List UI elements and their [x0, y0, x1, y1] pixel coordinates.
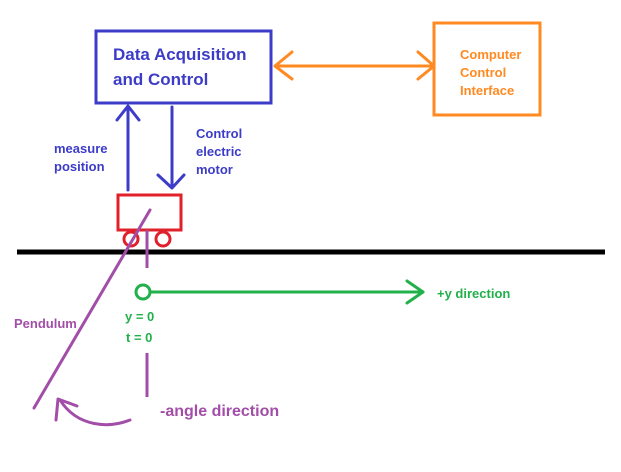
- pendulum-label: Pendulum: [14, 316, 77, 331]
- computer-box: [432, 21, 542, 117]
- origin-circle: [134, 283, 152, 301]
- control-arrow: [156, 105, 186, 190]
- computer-title-line1: Computer: [460, 47, 522, 62]
- daq-title-line2: and Control: [113, 70, 209, 89]
- control-line3: motor: [196, 162, 233, 177]
- control-motor-label: Control electric motor: [196, 125, 242, 179]
- computer-box-title: Computer Control Interface: [460, 46, 521, 100]
- measure-line1: measure: [54, 141, 108, 156]
- daq-title-line1: Data Acquisition: [113, 45, 247, 64]
- t-zero-label: t = 0: [126, 330, 153, 345]
- y-zero-label: y = 0: [125, 309, 155, 324]
- cart-wheel-right: [154, 230, 172, 248]
- angle-direction-label: -angle direction: [160, 403, 280, 420]
- control-line2: electric: [196, 144, 242, 159]
- computer-title-line2: Control: [460, 65, 507, 80]
- angle-arrow: [54, 397, 132, 426]
- computer-title-line3: Interface: [460, 83, 515, 98]
- control-line1: Control: [196, 126, 243, 141]
- cart-body: [116, 193, 183, 232]
- link-double-arrow: [273, 50, 436, 81]
- daq-box-title: Data Acquisition and Control: [113, 42, 247, 92]
- measure-arrow: [115, 104, 141, 192]
- measure-line2: position: [54, 159, 105, 174]
- plus-y-label: +y direction: [437, 286, 511, 301]
- plus-y-arrow: [148, 279, 425, 305]
- pendulum-rod: [32, 208, 152, 410]
- measure-position-label: measure position: [54, 140, 107, 176]
- daq-box: [94, 29, 273, 105]
